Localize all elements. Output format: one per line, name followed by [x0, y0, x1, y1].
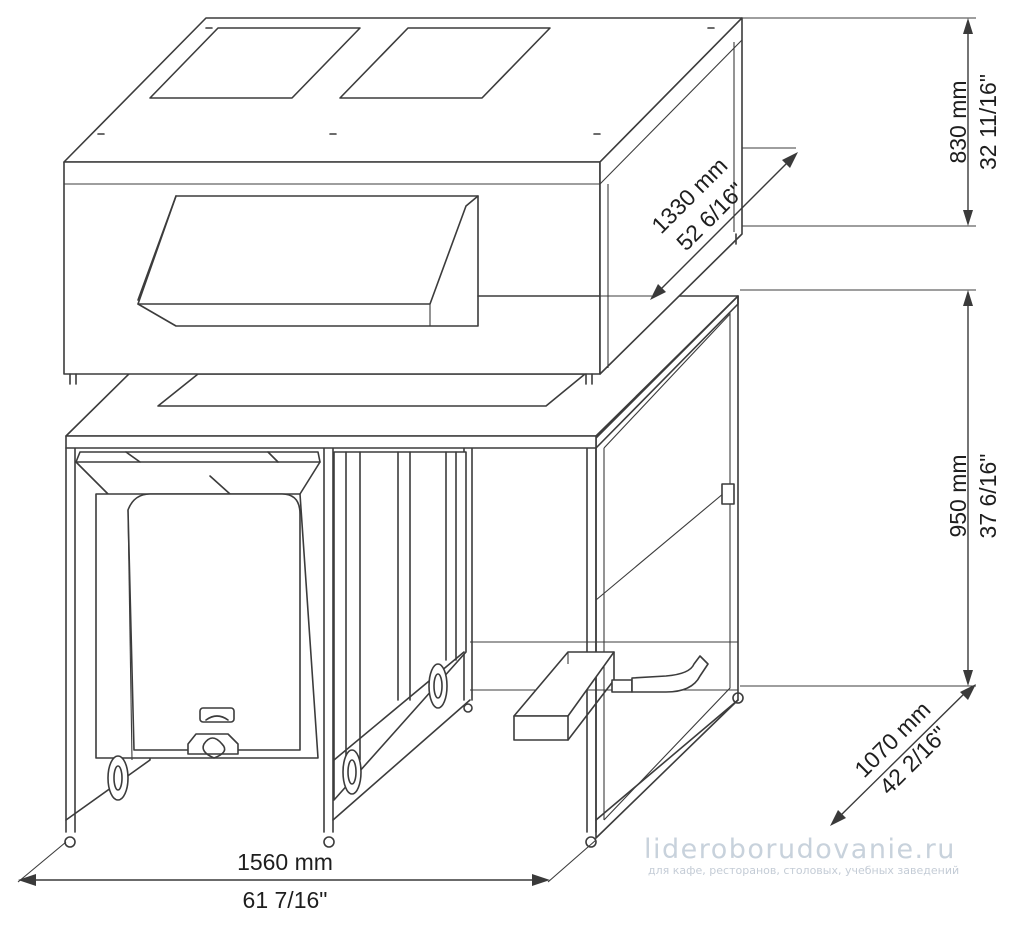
watermark-tagline: для кафе, ресторанов, столовых, учебных … [648, 864, 959, 877]
watermark-site: lideroborudovanie.ru [644, 834, 956, 865]
ice-bin-right [333, 451, 467, 801]
height-top-mm: 830 mm [945, 80, 971, 163]
watermark: lideroborudovanie.ru для кафе, ресторано… [634, 826, 1006, 882]
height-bottom-inch: 37 6/16" [975, 454, 1001, 539]
dimension-lines [17, 17, 976, 886]
width-mm: 1560 mm [237, 849, 333, 875]
ice-machine-top [63, 17, 743, 385]
height-bottom-mm: 950 mm [945, 454, 971, 537]
ice-bin-left [75, 451, 321, 801]
height-top-inch: 32 11/16" [975, 74, 1001, 170]
drain-tray [513, 651, 709, 741]
width-inch: 61 7/16" [243, 887, 328, 913]
